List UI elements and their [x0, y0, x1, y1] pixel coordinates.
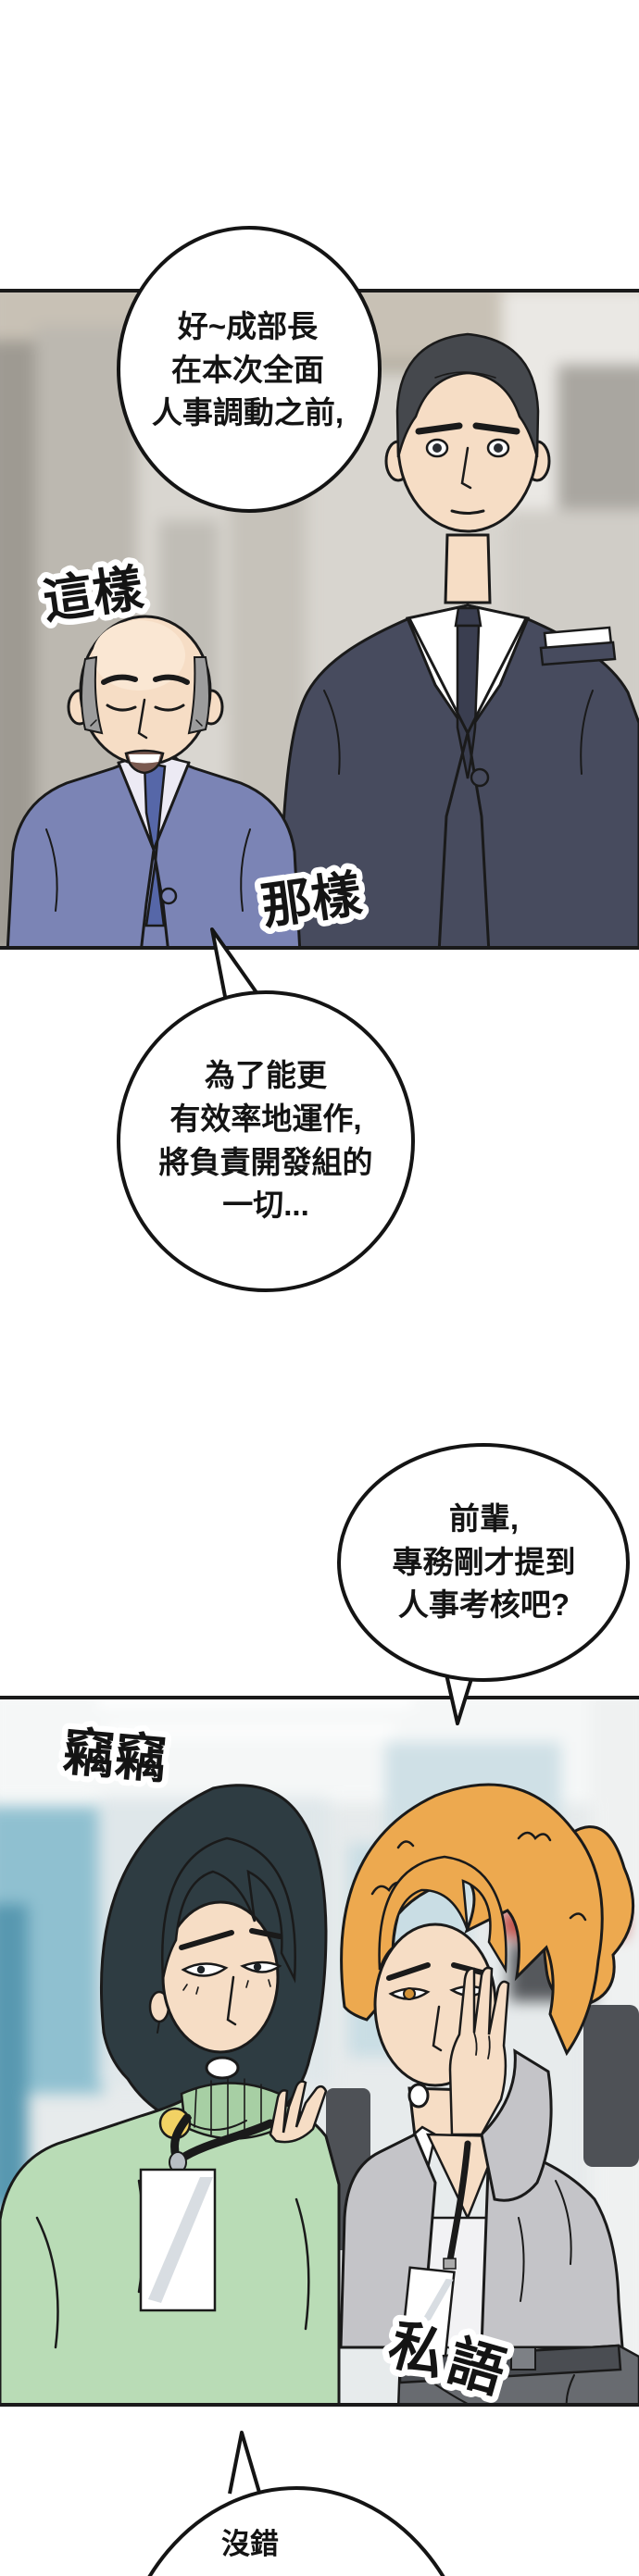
curly-hair-person	[339, 1783, 639, 2403]
sfx-whisper-2-text: 私語	[382, 2313, 517, 2407]
reaching-hand	[269, 2080, 328, 2144]
speech-bubble-2-text: 為了能更 有效率地運作, 將負責開發組的 一切...	[158, 1057, 373, 1223]
sfx-whisper-1: 竊竊	[55, 1716, 175, 1796]
speech-bubble-4-text: 沒錯	[221, 2527, 279, 2560]
sfx-this-way: 這樣	[33, 554, 153, 636]
panel2-characters	[0, 1783, 639, 2403]
tall-man	[276, 332, 639, 946]
pocket-square	[539, 626, 617, 666]
speech-bubble-1	[117, 226, 382, 513]
panel-2: 竊竊	[0, 1696, 639, 2407]
speech-bubble-3-text: 前輩, 專務剛才提到 人事考核吧?	[392, 1500, 576, 1623]
id-badge-left	[139, 2168, 217, 2312]
old-man	[6, 615, 302, 946]
sfx-whisper-2: 私語	[376, 2307, 523, 2413]
sfx-whisper-1-text: 竊竊	[61, 1722, 169, 1789]
panel1-characters	[6, 332, 639, 946]
id-badge-right	[399, 2266, 456, 2358]
woman	[0, 1784, 341, 2403]
speech-bubble-4	[147, 2431, 445, 2576]
speech-bubble-1-text: 好~成部長 在本次全面 人事調動之前,	[151, 308, 345, 430]
speech-bubble-3	[337, 1443, 630, 1725]
sfx-this-way-text: 這樣	[40, 560, 147, 629]
speech-bubble-2	[117, 927, 415, 1292]
chair-back-right	[583, 2005, 639, 2167]
hand-on-cheek	[448, 1966, 510, 2136]
sfx-that-way: 那樣	[252, 860, 371, 941]
